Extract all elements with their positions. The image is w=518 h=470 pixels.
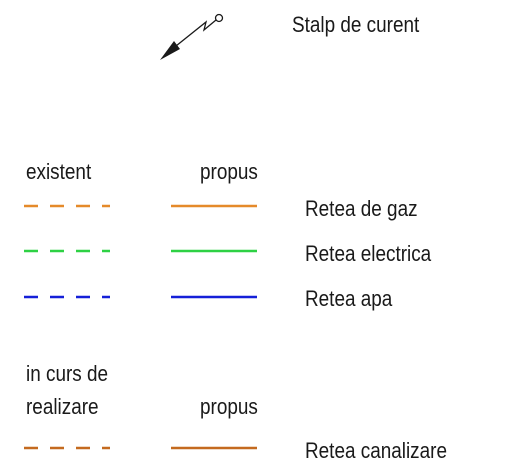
sewage-in-progress-line (24, 446, 110, 450)
water-proposed-line (171, 295, 257, 299)
sewage-network-label: Retea canalizare (305, 438, 447, 463)
electric-existing-line (24, 249, 110, 253)
in-progress-header-line2: realizare (26, 394, 99, 419)
gas-existing-line (24, 204, 110, 208)
gas-network-label: Retea de gaz (305, 196, 418, 221)
gas-proposed-line (171, 204, 257, 208)
pole-label: Stalp de curent (292, 12, 420, 37)
sewage-proposed-line (171, 446, 257, 450)
electric-proposed-line (171, 249, 257, 253)
electric-network-label: Retea electrica (305, 241, 432, 266)
power-pole-lightning-icon (160, 13, 224, 60)
existing-header: existent (26, 159, 92, 184)
water-network-label: Retea apa (305, 286, 393, 311)
in-progress-header-line1: in curs de (26, 361, 109, 386)
proposed-header-2: propus (200, 394, 258, 419)
water-existing-line (24, 295, 110, 299)
proposed-header: propus (200, 159, 258, 184)
